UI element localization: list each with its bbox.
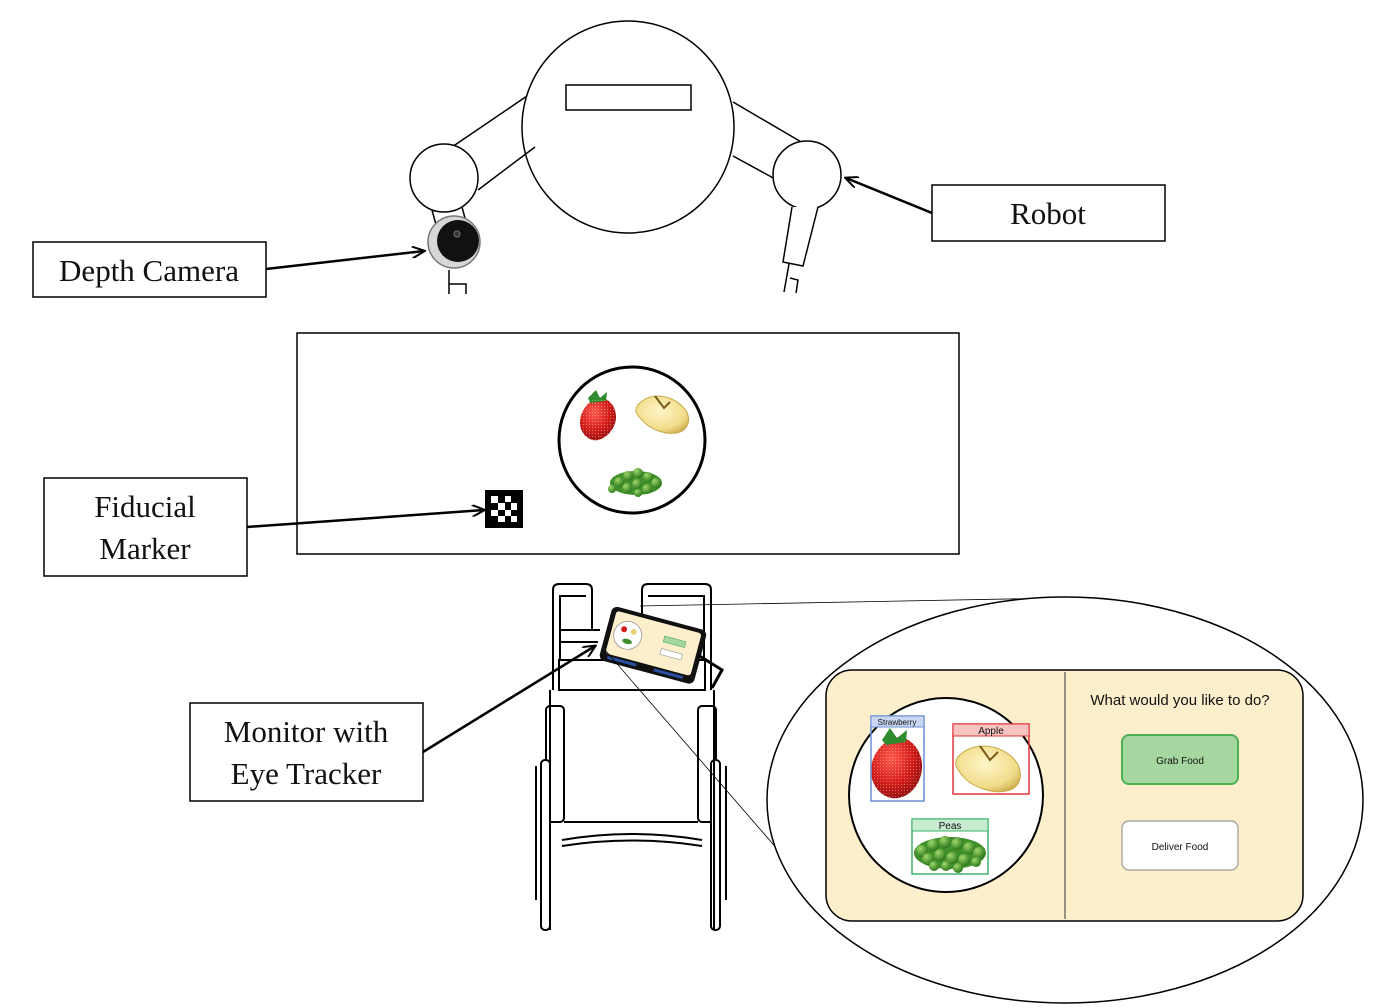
monitor-label-line2: Eye Tracker xyxy=(231,756,382,791)
robot-label: Robot xyxy=(1010,196,1086,231)
grab-food-button[interactable]: Grab Food xyxy=(1121,734,1239,785)
left-arm-upper xyxy=(451,95,528,148)
depth-camera-arrow xyxy=(265,251,424,271)
robot-body xyxy=(521,20,735,234)
robot-label-box: Robot xyxy=(931,184,1166,242)
right-arm-upper xyxy=(732,101,804,144)
grab-food-label: Grab Food xyxy=(1156,756,1204,767)
robot xyxy=(409,20,842,294)
strawberry-icon xyxy=(580,390,616,441)
apple-detection[interactable]: Apple xyxy=(952,723,1030,795)
fiducial-label-box: Fiducial Marker xyxy=(43,477,248,577)
deliver-food-label: Deliver Food xyxy=(1152,842,1209,853)
left-shoulder-joint xyxy=(409,143,479,213)
monitor-label-line1: Monitor with xyxy=(224,714,389,749)
fiducial-label-line1: Fiducial xyxy=(94,489,196,524)
fiducial-arrow xyxy=(246,510,484,529)
peas-detection[interactable]: Peas xyxy=(911,818,989,875)
strawberry-detection[interactable]: Strawberry xyxy=(870,715,925,802)
deliver-food-button[interactable]: Deliver Food xyxy=(1121,820,1239,871)
depth-camera xyxy=(427,215,481,269)
apple-label: Apple xyxy=(978,726,1004,737)
depth-camera-label: Depth Camera xyxy=(59,253,239,288)
peas-label: Peas xyxy=(939,821,962,832)
fiducial-marker xyxy=(485,490,523,528)
monitor-label-box: Monitor with Eye Tracker xyxy=(189,702,424,802)
strawberry-label: Strawberry xyxy=(878,718,917,727)
apple-icon xyxy=(635,395,689,434)
right-shoulder-joint xyxy=(772,140,842,210)
monitor-arrow xyxy=(422,646,595,754)
food-plate xyxy=(557,365,707,515)
peas-icon xyxy=(608,468,662,497)
eye-tracker-monitor xyxy=(599,606,707,684)
monitor-mount xyxy=(697,653,725,689)
depth-camera-label-box: Depth Camera xyxy=(32,241,267,298)
zoom-line-top xyxy=(639,597,1061,607)
interface-question: What would you like to do? xyxy=(1090,692,1269,709)
robot-arrow xyxy=(846,178,933,215)
fiducial-label-line2: Marker xyxy=(99,531,191,566)
wheelchair xyxy=(535,583,727,931)
robot-display-slot xyxy=(565,84,692,111)
